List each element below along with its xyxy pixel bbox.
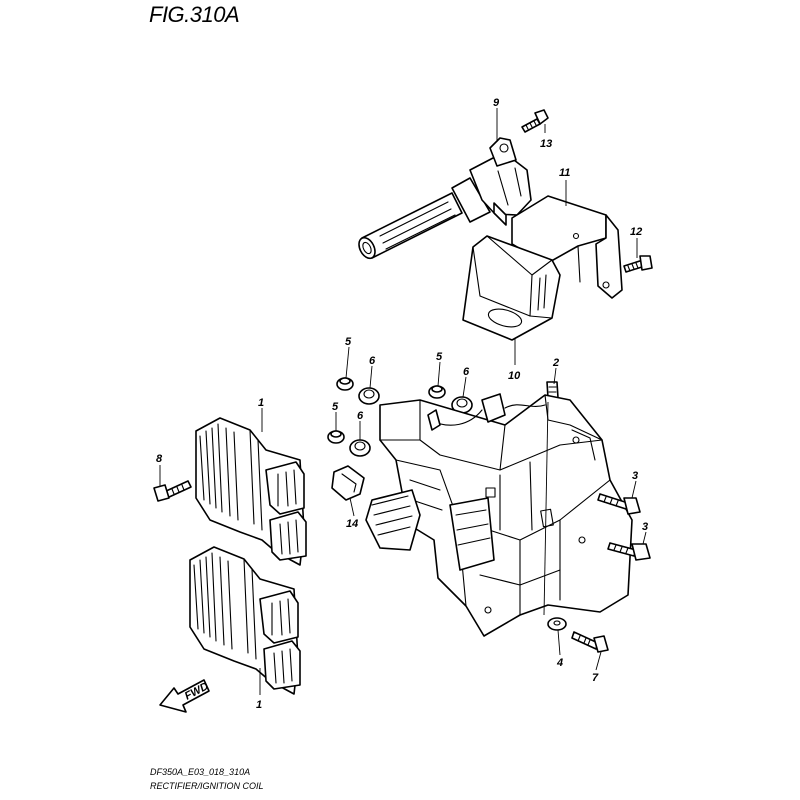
bolt-3b[interactable] (607, 542, 651, 561)
grommet-5a[interactable] (336, 377, 354, 391)
fwd-label: FWD (183, 680, 211, 702)
figure-code: DF350A_E03_018_310A (150, 767, 251, 777)
callout-11: 11 (559, 167, 570, 179)
callout-2: 2 (552, 357, 559, 369)
bolt-13[interactable] (521, 109, 549, 133)
callout-12: 12 (630, 226, 642, 238)
figure-name: RECTIFIER/IGNITION COIL (150, 781, 264, 791)
bolt-7[interactable] (571, 631, 609, 653)
callout-13: 13 (540, 138, 552, 150)
callout-10: 10 (508, 370, 521, 382)
bolt-3a[interactable] (597, 493, 641, 515)
bolt-8[interactable] (153, 480, 192, 502)
callout-8: 8 (156, 453, 163, 465)
clip-14[interactable] (331, 465, 365, 501)
mounting-bracket[interactable] (365, 393, 633, 637)
callout-7: 7 (592, 672, 599, 684)
ignition-coil[interactable] (356, 137, 532, 261)
callout-6c: 6 (357, 410, 364, 422)
callout-14: 14 (346, 518, 358, 530)
callout-1a: 1 (258, 397, 264, 409)
callout-5c: 5 (332, 401, 339, 413)
callout-5b: 5 (436, 351, 443, 363)
callout-9: 9 (493, 97, 500, 109)
callout-4: 4 (556, 657, 563, 669)
washer-4[interactable] (547, 617, 567, 631)
callout-5a: 5 (345, 336, 352, 348)
callout-6a: 6 (369, 355, 376, 367)
collar-6c[interactable] (349, 439, 371, 457)
coil-bracket[interactable] (511, 195, 623, 299)
grommet-5b[interactable] (428, 385, 446, 399)
rectifier-upper[interactable] (195, 417, 307, 566)
fwd-arrow-icon (159, 679, 210, 713)
callout-6b: 6 (463, 366, 470, 378)
figure-title: FIG.310A (149, 2, 240, 27)
bolt-12[interactable] (623, 255, 653, 273)
rectifier-lower[interactable] (189, 546, 301, 695)
callout-3a: 3 (632, 470, 638, 482)
leader-lines (159, 108, 647, 695)
collar-6a[interactable] (358, 387, 380, 405)
coil-cover[interactable] (462, 235, 561, 341)
callout-1b: 1 (256, 699, 262, 711)
callout-3b: 3 (642, 521, 648, 533)
grommet-5c[interactable] (327, 430, 345, 444)
